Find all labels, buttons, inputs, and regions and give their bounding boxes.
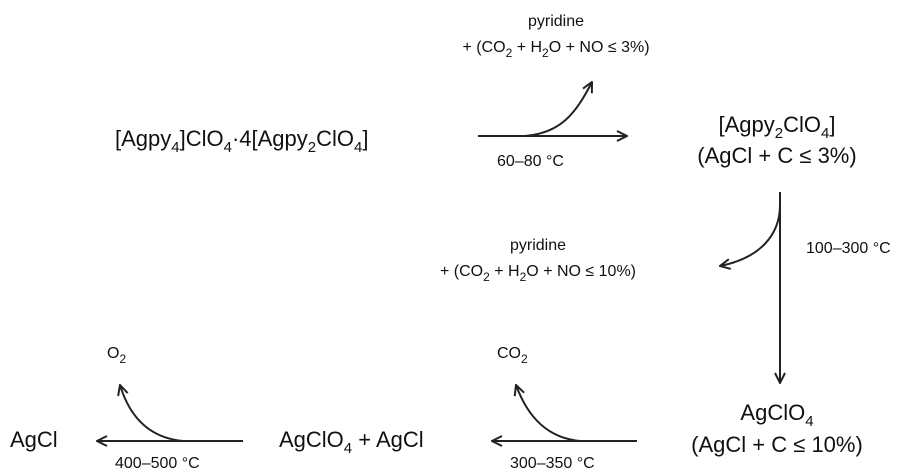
- step2-temperature: 100–300 °C: [806, 240, 891, 257]
- step3-temperature: 300–350 °C: [510, 455, 595, 472]
- intermediate2-impurity: (AgCl + C ≤ 10%): [691, 432, 863, 457]
- step1-temperature: 60–80 °C: [497, 153, 564, 170]
- step4-temperature: 400–500 °C: [115, 455, 200, 472]
- intermediate1-impurity: (AgCl + C ≤ 3%): [697, 143, 856, 168]
- step4-released-gas: O2: [107, 345, 126, 366]
- step1-released-gas: pyridine: [528, 13, 584, 30]
- step3-released-gas: CO2: [497, 345, 528, 366]
- product-compound: AgCl: [10, 427, 58, 452]
- intermediate2-compound: AgClO4: [740, 400, 813, 430]
- step2-released-byproducts: + (CO2 + H2O + NO ≤ 10%): [440, 263, 636, 284]
- step4-release-arrow: [120, 385, 184, 442]
- step2-release-arrow: [720, 204, 781, 266]
- step1-release-arrow: [524, 82, 592, 137]
- intermediate3-compound: AgClO4 + AgCl: [279, 427, 424, 457]
- intermediate1-compound: [Agpy2ClO4]: [719, 112, 836, 142]
- step3-release-arrow: [516, 385, 581, 442]
- start-compound: [Agpy4]ClO4·4[Agpy2ClO4]: [115, 126, 368, 156]
- step2-released-gas: pyridine: [510, 237, 566, 254]
- step1-released-byproducts: + (CO2 + H2O + NO ≤ 3%): [462, 39, 649, 60]
